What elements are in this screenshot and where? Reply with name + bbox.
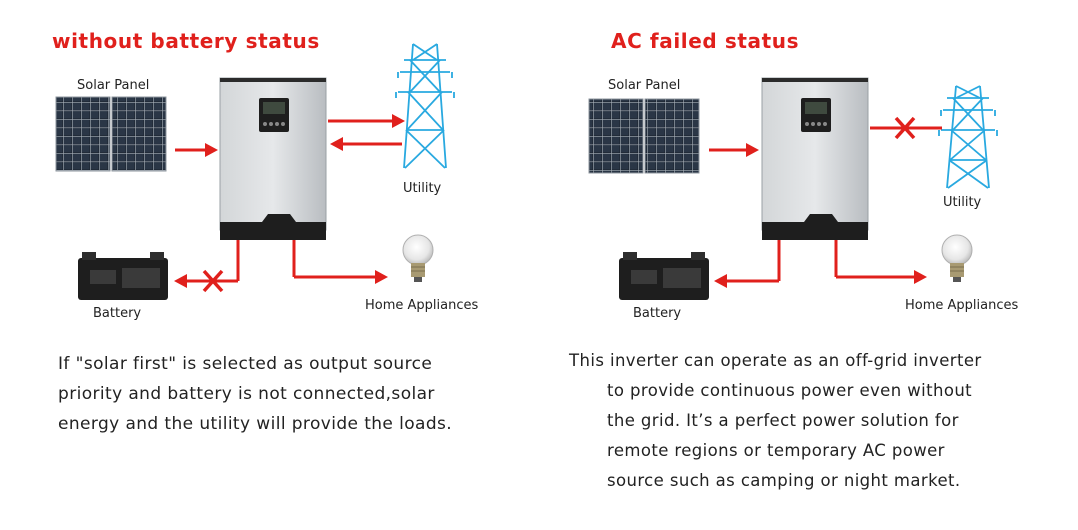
utility-tower-icon	[938, 85, 998, 189]
light-bulb-icon	[941, 234, 973, 282]
solar-panel-icon	[588, 98, 700, 174]
caption-line: priority and battery is not connected,so…	[58, 384, 435, 404]
panel-title: AC failed status	[611, 29, 800, 53]
solar-panel-label: Solar Panel	[77, 78, 150, 93]
battery-icon	[78, 252, 168, 300]
light-bulb-icon	[402, 234, 434, 282]
panel-title: without battery status	[52, 29, 320, 53]
home-appliances-label: Home Appliances	[905, 298, 1019, 313]
caption-line: the grid. It’s a perfect power solution …	[607, 411, 959, 430]
home-appliances-label: Home Appliances	[365, 298, 479, 313]
disconnect-x-icon	[202, 269, 224, 293]
system-diagram	[55, 43, 455, 300]
solar-panel-label: Solar Panel	[608, 78, 681, 93]
solar-panel-icon	[55, 96, 167, 172]
caption-line: This inverter can operate as an off-grid…	[569, 351, 982, 370]
power-flow-arrows	[709, 126, 942, 288]
caption: This inverter can operate as an off-grid…	[569, 346, 982, 496]
right-diagram-panel: AC failed status	[539, 0, 1078, 530]
caption-line: source such as camping or night market.	[607, 471, 961, 490]
inverter-icon	[761, 77, 869, 240]
disconnect-x-icon	[894, 116, 916, 140]
system-diagram	[588, 77, 998, 300]
utility-label: Utility	[403, 181, 442, 196]
caption-line: energy and the utility will provide the …	[58, 414, 453, 434]
left-diagram-panel: without battery status	[52, 29, 479, 439]
inverter-icon	[219, 77, 327, 240]
utility-label: Utility	[943, 195, 982, 210]
battery-icon	[619, 252, 709, 300]
battery-label: Battery	[633, 306, 682, 321]
battery-label: Battery	[93, 306, 142, 321]
caption-line: to provide continuous power even without	[607, 381, 973, 400]
caption-line: remote regions or temporary AC power	[607, 441, 945, 460]
caption-line: If "solar first" is selected as output s…	[58, 354, 433, 374]
caption: If "solar first" is selected as output s…	[58, 349, 452, 439]
utility-tower-icon	[395, 43, 455, 169]
